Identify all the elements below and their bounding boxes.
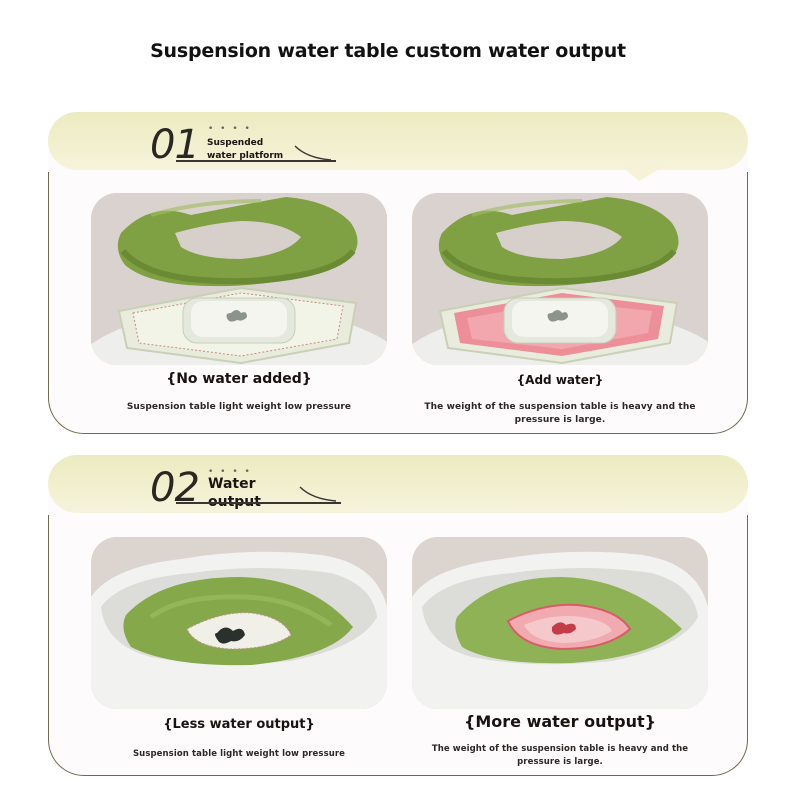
banner-speech-tail	[622, 167, 670, 181]
caption-description: The weight of the suspension table is he…	[431, 744, 689, 767]
section-banner	[48, 112, 748, 170]
caption-heading: {Add water}	[516, 373, 604, 387]
section-card-water-output: 02 • • • • Water output {Less water outp…	[48, 455, 748, 776]
caption-description: The weight of the suspension table is he…	[424, 402, 696, 425]
caption-heading: {More water output}	[463, 712, 657, 731]
caption-description: Suspension table light weight low pressu…	[126, 402, 352, 412]
decorative-dots: • • • •	[208, 467, 252, 477]
section-number: 02	[150, 465, 200, 511]
section-card-suspended-platform: 01 • • • • Suspended water platform {No …	[48, 112, 748, 434]
section-label: Suspended water platform	[207, 138, 284, 161]
decorative-dots: • • • •	[208, 124, 252, 134]
product-photo-less-water-output	[91, 537, 387, 709]
product-photo-more-water-output	[412, 537, 708, 709]
caption-heading: {No water added}	[166, 371, 312, 387]
page-title: Suspension water table custom water outp…	[150, 40, 626, 62]
caption-heading: {Less water output}	[163, 717, 315, 732]
product-photo-add-water	[412, 193, 708, 365]
product-photo-no-water	[91, 193, 387, 365]
underline-rule	[176, 502, 341, 504]
caption-description: Suspension table light weight low pressu…	[132, 749, 346, 759]
swoosh-icon	[299, 486, 337, 502]
section-banner	[48, 455, 748, 513]
section-label: Water output	[208, 476, 261, 510]
underline-rule	[176, 160, 336, 162]
swoosh-icon	[294, 145, 332, 161]
